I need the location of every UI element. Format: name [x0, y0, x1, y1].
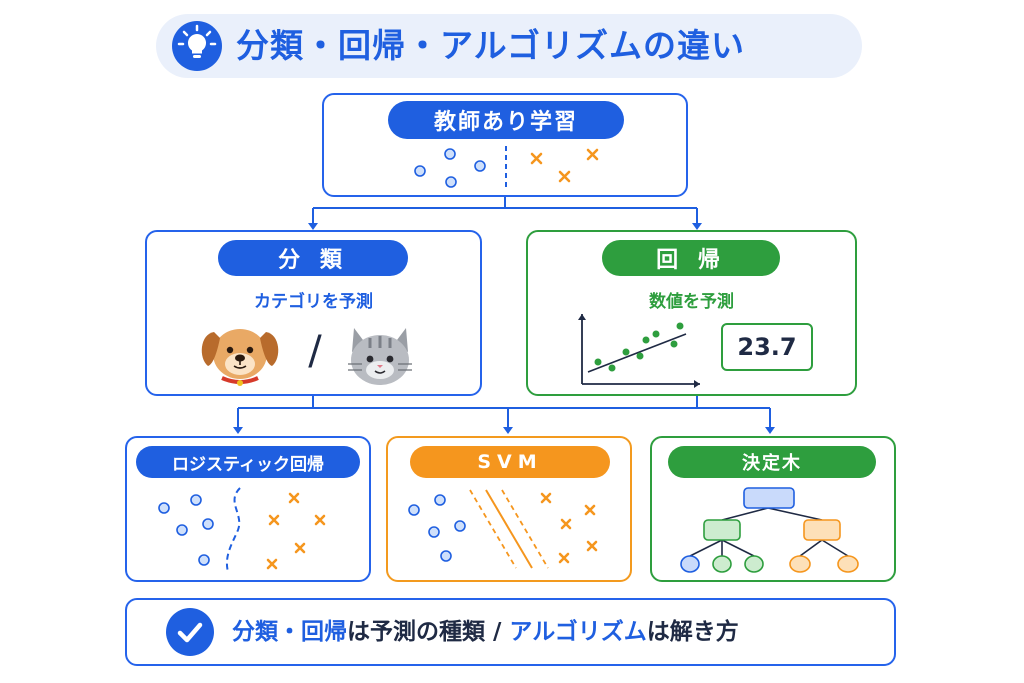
page-title: 分類・回帰・アルゴリズムの違い [236, 26, 746, 65]
summary-text-types: は予測の種類 / [347, 619, 510, 645]
classification-separator: / [308, 328, 322, 374]
cat-icon [348, 328, 412, 385]
summary-highlight-algorithms: アルゴリズム [509, 619, 647, 645]
regression-subtitle: 数値を予測 [649, 292, 734, 312]
supervised-learning-label: 教師あり学習 [388, 101, 624, 139]
decision-tree-icon [680, 487, 859, 573]
decision-tree-label: 決定木 [668, 446, 876, 478]
check-icon [166, 608, 214, 656]
classification-label: 分 類 [218, 240, 408, 276]
summary-highlight-types: 分類・回帰 [232, 619, 347, 645]
svm-margin-icon [408, 489, 598, 569]
supervised-scatter-icon [414, 146, 599, 190]
prediction-value-box [721, 323, 813, 371]
regression-label: 回 帰 [602, 240, 780, 276]
svm-label: SVM [410, 446, 610, 478]
prediction-value: 23.7 [737, 333, 797, 361]
classification-box [145, 230, 482, 396]
dog-icon [201, 329, 279, 386]
logistic-regression-label: ロジスティック回帰 [136, 446, 360, 478]
lightbulb-icon [172, 21, 222, 71]
title-bar [156, 14, 862, 78]
logistic-boundary-icon [158, 487, 326, 573]
summary-text-algorithms: は解き方 [646, 619, 739, 645]
summary-box [125, 598, 896, 666]
summary-text: 分類・回帰は予測の種類 / アルゴリズムは解き方 [232, 612, 882, 652]
regression-plot-icon [578, 314, 700, 388]
classification-subtitle: カテゴリを予測 [254, 292, 373, 312]
